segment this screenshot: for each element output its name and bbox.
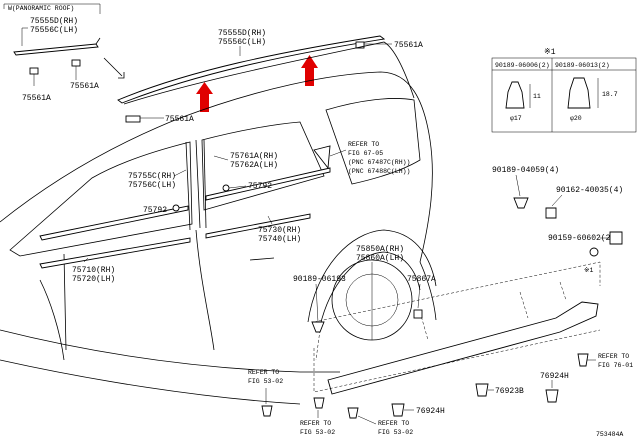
- nut-d-shape: [609, 231, 623, 245]
- clip-small-shape: [505, 81, 525, 109]
- quarter-glass: [313, 145, 331, 170]
- belt-moulding-front: [39, 205, 189, 241]
- ref-5302c-line1: REFER TO: [378, 420, 409, 427]
- bolt-a-shape: [311, 321, 325, 333]
- ref-67-line3: (PNC 67487C(RH)): [348, 159, 410, 166]
- label-moulding-rear-lh: 75740(LH): [258, 235, 301, 244]
- fastener-5302a-shape: [261, 405, 273, 417]
- red-arrow-left: [196, 82, 213, 112]
- plug-h2-shape: [391, 403, 405, 417]
- clip-inset-shape: [71, 59, 81, 67]
- label-bolt-a: 90189-06193: [293, 275, 346, 284]
- label-roof-rh: 75555D(RH): [218, 29, 266, 38]
- dim1-height: 11: [533, 93, 541, 100]
- ref-fig-67-05: REFER TO FIG 67-05 (PNC 67487C(RH)) (PNC…: [329, 141, 410, 175]
- door-moulding-front: [39, 237, 191, 269]
- clip-front-shape: [125, 115, 141, 123]
- ref-7601-line2: FIG 76-01: [598, 362, 633, 369]
- label-plug-h1: 76924H: [540, 372, 569, 381]
- label-belt-front-lh: 75756C(LH): [128, 181, 176, 190]
- label-clip-mid: 75561A: [165, 115, 194, 124]
- label-rocker-rh: 75850A(RH): [356, 245, 404, 254]
- label-belt-rear-rh: 75761A(RH): [230, 152, 278, 161]
- label-plug-h2: 76924H: [416, 407, 445, 416]
- plug-h1-shape: [545, 389, 559, 403]
- label-plug-b: 76923B: [495, 387, 524, 396]
- nut-d-washer: [589, 247, 599, 257]
- belt-moulding-rear: [205, 167, 331, 201]
- red-arrow-right: [301, 55, 318, 86]
- table-col2: 90189-06013(2): [555, 62, 610, 69]
- label-belt-rear-lh: 75762A(LH): [230, 161, 278, 170]
- roof-moulding-inset: [13, 43, 99, 56]
- dim2-diameter: φ20: [570, 115, 582, 122]
- label-screw-left: 75792: [143, 206, 167, 215]
- fastener-5302c-shape: [347, 407, 359, 419]
- label-clip-left: 75561A: [22, 94, 51, 103]
- label-nut-d: 90159-60602(2): [548, 234, 615, 243]
- rocker-moulding: 75850A(RH) 75860A(LH) 75867A 90189-06193: [293, 245, 601, 395]
- label-belt-front-rh: 75755C(RH): [128, 172, 176, 181]
- clip-spec-table: ※1 90189-06006(2) 90189-06013(2) 11 φ17 …: [491, 48, 637, 133]
- ref-7601-line1: REFER TO: [598, 353, 629, 360]
- label-clip-right: 75561A: [394, 41, 423, 50]
- fastener-5302b-shape: [313, 397, 325, 409]
- table-col1: 90189-06006(2): [495, 62, 550, 69]
- label-roof-rh-w: 75555D(RH): [30, 17, 78, 26]
- clip-left-shape: [29, 67, 39, 75]
- car-body: [0, 41, 437, 405]
- drawing-number: 753484A: [596, 431, 623, 438]
- label-star-one: ※1: [584, 267, 593, 274]
- label-screw-c: 90162-40035(4): [556, 186, 623, 195]
- label-screw-right: 75792: [248, 182, 272, 191]
- roof-moulding: 75555D(RH) 75556C(LH) 75561A 75561A: [117, 29, 423, 124]
- clip-top-shape: [355, 41, 365, 49]
- ref-67-line4: (PNC 67488C(LH)): [348, 168, 410, 175]
- label-moulding-front-rh: 75710(RH): [72, 266, 115, 275]
- ref-67-line1: REFER TO: [348, 141, 379, 148]
- ref-5302c-line2: FIG 53-02: [378, 429, 413, 436]
- door-moulding-rear: [205, 213, 311, 239]
- ref-5302a-line1: REFER TO: [248, 369, 279, 376]
- label-roof-lh-w: 75556C(LH): [30, 26, 78, 35]
- label-roof-lh: 75556C(LH): [218, 38, 266, 47]
- dim1-diameter: φ17: [510, 115, 522, 122]
- rocker-moulding-strip: [327, 301, 599, 395]
- label-moulding-front-lh: 75720(LH): [72, 275, 115, 284]
- screw-right-shape: [222, 184, 230, 192]
- label-clip-inset: 75561A: [70, 82, 99, 91]
- ref-5302b-line1: REFER TO: [300, 420, 331, 427]
- clip-large-shape: [567, 77, 591, 109]
- label-clip-b: 90189-04059(4): [492, 166, 559, 175]
- clip-b-shape: [513, 197, 529, 209]
- screw-c-shape: [545, 207, 557, 219]
- ref-5302b-line2: FIG 53-02: [300, 429, 335, 436]
- table-note: ※1: [544, 48, 556, 57]
- plug-b-shape: [475, 383, 489, 397]
- label-moulding-rear-rh: 75730(RH): [258, 226, 301, 235]
- fastener-7601-shape: [577, 353, 589, 367]
- ref-5302a-line2: FIG 53-02: [248, 378, 283, 385]
- screw-left-shape: [172, 204, 180, 212]
- label-clip-rocker: 75867A: [407, 275, 436, 284]
- direction-arrow: [103, 57, 125, 79]
- inset-title: W(PANORAMIC ROOF): [8, 5, 74, 12]
- clip-rocker-shape: [413, 309, 423, 319]
- label-rocker-lh: 75860A(LH): [356, 254, 404, 263]
- panoramic-roof-inset: W(PANORAMIC ROOF) 75555D(RH) 75556C(LH) …: [3, 3, 101, 103]
- dim2-height: 18.7: [602, 91, 618, 98]
- ref-67-line2: FIG 67-05: [348, 150, 383, 157]
